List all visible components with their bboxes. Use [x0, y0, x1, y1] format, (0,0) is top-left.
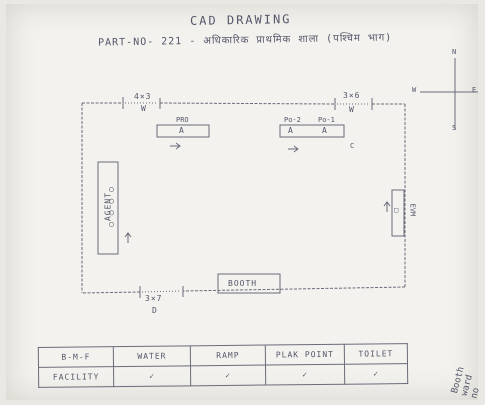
facility-check-mark: ✓ [190, 365, 266, 386]
compass-east: E [472, 86, 477, 94]
desk-pro-label: PRO [176, 116, 189, 124]
door-bottom-dim: 3×7 [145, 294, 163, 303]
desk-po1-symbol: A [322, 126, 328, 135]
desk-pro [156, 124, 210, 138]
door-top-right-label: W [349, 105, 355, 114]
facility-check-mark: ✓ [113, 365, 191, 387]
window-top-right-dim: 3×6 [343, 91, 361, 100]
facility-header-cell: RAMP [190, 345, 266, 366]
corner-mark: C [350, 142, 355, 150]
wall-bottom-right [182, 286, 406, 292]
door-top-left-label: W [141, 104, 147, 113]
booth-label: BOOTH [228, 279, 258, 288]
desk-po2-label: Po-2 [284, 116, 301, 124]
door-jambs-top-left [122, 97, 161, 109]
arrow-pro [170, 142, 181, 150]
desk-polling-officers [279, 124, 345, 138]
arrow-agent [124, 232, 132, 243]
agent-table [97, 161, 119, 255]
compass-north: N [452, 48, 457, 56]
compass-lines [420, 58, 478, 130]
arrow-evm [383, 201, 391, 212]
evm-label: EVM [408, 203, 417, 217]
facility-header-cell: B-M-F [38, 346, 114, 368]
door-bottom [141, 290, 182, 293]
facility-header-cell: TOILET [344, 343, 408, 365]
facility-value-row: FACILITY ✓ ✓ ✓ ✓ [38, 363, 408, 388]
arrow-po [288, 145, 299, 153]
facility-row-label: FACILITY [38, 366, 114, 388]
facility-table: B-M-F WATER RAMP PLAK POINT TOILET FACIL… [38, 343, 408, 388]
facility-header-cell: PLAK POINT [265, 344, 345, 366]
facility-check-mark: ✓ [265, 364, 345, 386]
evm-symbol: □ [394, 206, 399, 214]
window-top-left-dim: 4×3 [134, 92, 152, 101]
compass-south: S [452, 124, 457, 132]
evm-box [391, 189, 405, 237]
wall-top-middle [159, 102, 336, 105]
paper-sheet [6, 4, 478, 400]
door-jambs-top-right [334, 98, 373, 110]
compass-west: W [412, 86, 417, 94]
booth-box [217, 273, 281, 294]
desk-po2-symbol: A [288, 126, 294, 135]
facility-check-mark: ✓ [344, 363, 408, 385]
facility-header-cell: WATER [113, 345, 191, 367]
wall-bottom-left [81, 291, 141, 294]
desk-pro-symbol: A [179, 126, 185, 135]
door-jambs-bottom [139, 286, 184, 298]
agent-seats: ○ ○ ○ ○ [106, 186, 116, 227]
desk-po1-label: Po-1 [318, 116, 335, 124]
door-bottom-label: D [152, 306, 158, 315]
